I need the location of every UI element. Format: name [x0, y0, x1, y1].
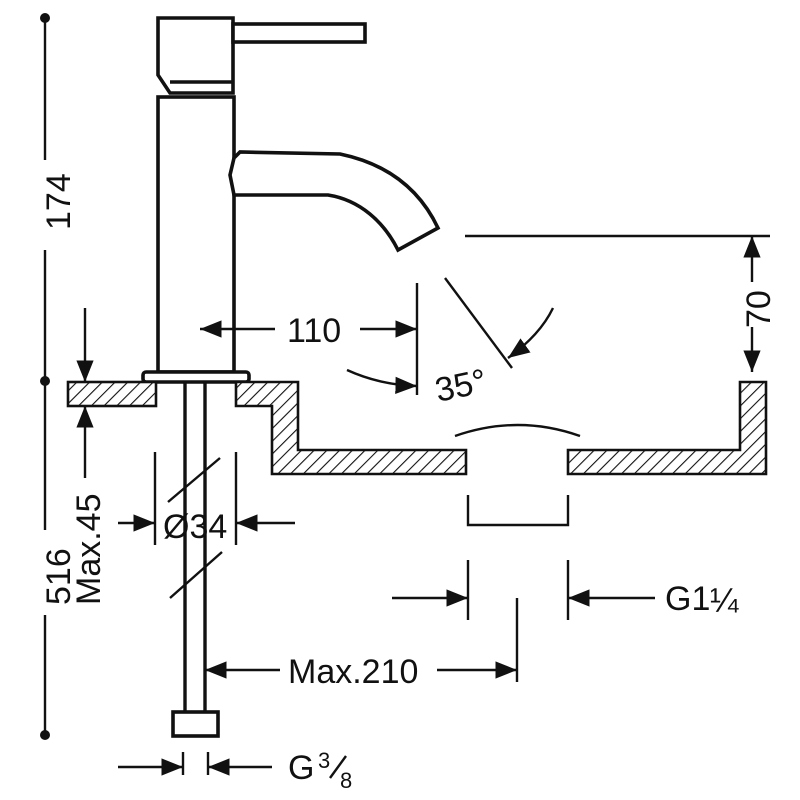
vertical-dimension-line [40, 13, 50, 740]
dimension-516: 516 [40, 548, 78, 605]
dimension-110: 110 [287, 312, 341, 350]
dimension-70: 70 [740, 290, 778, 328]
dimension-max210-lines [205, 598, 519, 682]
dimension-g1-fraction: ¼ [710, 582, 739, 620]
dimension-174: 174 [40, 173, 78, 230]
dimension-110-lines [200, 283, 419, 395]
dimension-d34: Ø34 [163, 508, 227, 546]
dimension-g38: G [288, 749, 314, 787]
waste-outline [466, 495, 570, 527]
faucet-handle [156, 16, 367, 95]
faucet-body [141, 95, 251, 384]
angle-35: 35° [432, 362, 490, 410]
dimension-g38-denominator: 8 [340, 768, 352, 793]
dimension-g1: G1 [665, 580, 710, 618]
angle-lines [346, 277, 555, 395]
supply-pipe [167, 382, 223, 738]
dimension-70-lines [465, 234, 770, 372]
drain-arc [454, 423, 581, 438]
dimension-g38-numerator: 3 [318, 748, 330, 773]
dimension-d34-lines [118, 452, 295, 545]
faucet-spout [228, 150, 441, 253]
dimension-max210: Max.210 [288, 653, 418, 691]
dimension-g114-lines [392, 560, 655, 620]
dimension-g38-lines [118, 752, 272, 776]
dimension-max45: Max.45 [70, 494, 108, 606]
countertop-section [66, 380, 768, 476]
fraction-bar [329, 755, 347, 779]
